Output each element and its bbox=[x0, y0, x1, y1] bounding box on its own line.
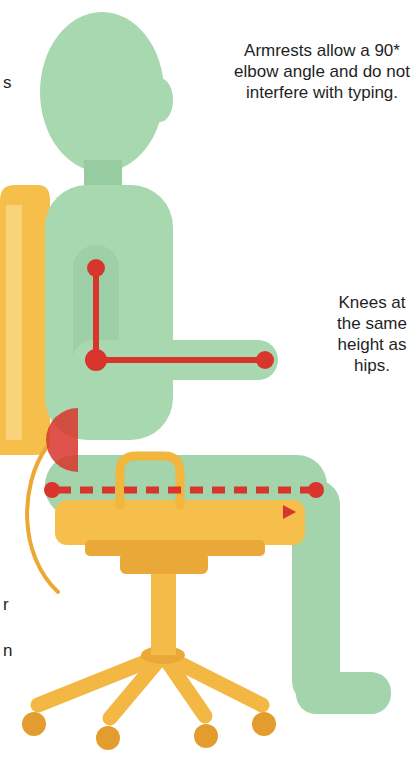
callout-text: Knees at the same height as hips. bbox=[330, 292, 414, 376]
hip-angle-marker bbox=[46, 408, 78, 472]
chair-armrest bbox=[120, 456, 180, 505]
label-text: n bbox=[3, 641, 12, 660]
figure-torso bbox=[45, 185, 173, 440]
chair-seat-underside bbox=[85, 540, 265, 556]
chair-back bbox=[0, 185, 50, 455]
text-fragment: s bbox=[3, 72, 23, 93]
elbow-dot bbox=[85, 349, 107, 371]
chair-wheels bbox=[22, 712, 276, 750]
upper-arm-guide bbox=[93, 268, 99, 360]
joint-dots bbox=[85, 259, 274, 371]
chair-wheel bbox=[252, 712, 276, 736]
thigh-level-guide bbox=[58, 487, 312, 494]
chair-back-highlight bbox=[6, 205, 22, 440]
figure-foot bbox=[296, 672, 391, 714]
chair-wheel bbox=[22, 712, 46, 736]
label-text: Knees at the same height as hips. bbox=[337, 293, 407, 375]
knee-dot bbox=[308, 482, 324, 498]
text-fragment: r bbox=[3, 594, 23, 615]
chair-leg bbox=[163, 655, 262, 705]
chair-leg bbox=[110, 655, 163, 718]
text-fragment: n bbox=[3, 640, 23, 661]
label-text: r bbox=[3, 595, 9, 614]
forearm-guide bbox=[96, 357, 265, 363]
figure-nose bbox=[147, 78, 173, 122]
chair-wheel bbox=[96, 726, 120, 750]
label-text: Armrests allow a 90* elbow angle and do … bbox=[234, 41, 410, 102]
chair-column bbox=[151, 560, 176, 655]
chair-base bbox=[38, 655, 262, 718]
elbow-angle-guide bbox=[96, 268, 265, 360]
hip-dot bbox=[44, 482, 60, 498]
wrist-dot bbox=[256, 351, 274, 369]
label-text: s bbox=[3, 73, 12, 92]
seat-marker bbox=[283, 505, 296, 519]
chair-wheel bbox=[194, 724, 218, 748]
figure-head bbox=[40, 12, 164, 172]
shoulder-dot bbox=[87, 259, 105, 277]
callout-text: Armrests allow a 90* elbow angle and do … bbox=[232, 40, 412, 103]
figure-forearm bbox=[73, 340, 278, 380]
